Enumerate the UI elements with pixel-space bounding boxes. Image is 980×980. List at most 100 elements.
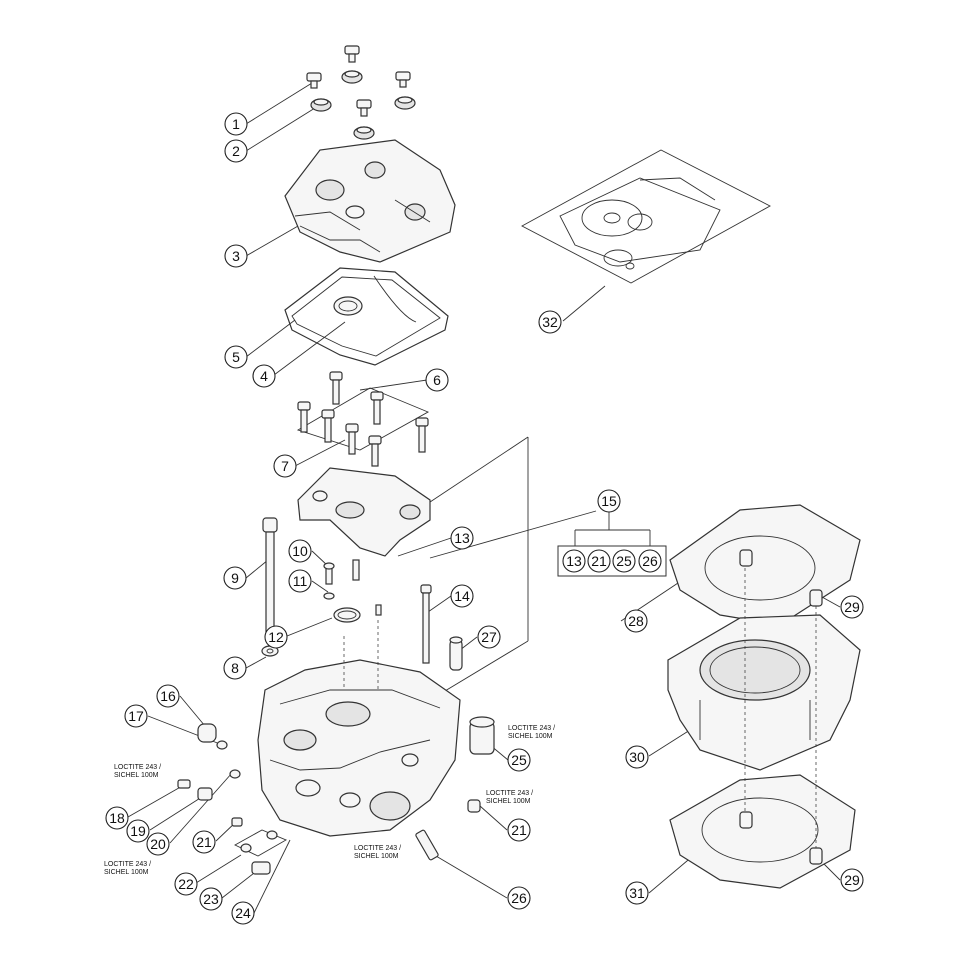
svg-text:8: 8	[231, 660, 239, 676]
valve-cover-gasket	[284, 267, 449, 366]
svg-text:SICHEL 100M: SICHEL 100M	[486, 798, 531, 805]
callout-1: 1	[224, 112, 248, 136]
callout-21-left: 21	[192, 830, 216, 854]
kit-item-26: 26	[638, 549, 662, 573]
cylinder-head	[257, 659, 461, 837]
svg-text:23: 23	[203, 891, 219, 907]
svg-text:31: 31	[629, 885, 645, 901]
callout-12: 12	[264, 625, 288, 649]
svg-text:20: 20	[150, 836, 166, 852]
svg-text:14: 14	[454, 588, 470, 604]
cylinder	[667, 614, 861, 771]
callout-3: 3	[224, 244, 248, 268]
svg-text:28: 28	[628, 613, 644, 629]
svg-text:SICHEL 100M: SICHEL 100M	[104, 869, 149, 876]
svg-text:26: 26	[511, 890, 527, 906]
callout-19: 19	[126, 819, 150, 843]
svg-text:3: 3	[232, 248, 240, 264]
svg-text:22: 22	[178, 876, 194, 892]
callout-26: 26	[507, 886, 531, 910]
kit-item-21: 21	[587, 549, 611, 573]
valve-cover-fasteners	[306, 45, 416, 140]
svg-text:2: 2	[232, 143, 240, 159]
callout-4: 4	[252, 364, 276, 388]
head-side-fittings	[177, 716, 495, 875]
svg-text:LOCTITE 243 /: LOCTITE 243 /	[114, 764, 161, 771]
svg-text:SICHEL 100M: SICHEL 100M	[354, 853, 399, 860]
callout-31: 31	[625, 881, 649, 905]
kit-item-25: 25	[612, 549, 636, 573]
screw-4	[353, 99, 375, 140]
bottom-gasket	[669, 774, 856, 889]
callout-8: 8	[223, 656, 247, 680]
kit-item-13: 13	[562, 549, 586, 573]
callout-16: 16	[156, 684, 180, 708]
callout-5: 5	[224, 345, 248, 369]
svg-text:LOCTITE 243 /: LOCTITE 243 /	[508, 725, 555, 732]
loctite-note-5: LOCTITE 243 / SICHEL 100M	[354, 845, 401, 860]
callout-10: 10	[288, 539, 312, 563]
svg-text:12: 12	[268, 629, 284, 645]
callout-28: 28	[624, 609, 648, 633]
svg-text:16: 16	[160, 688, 176, 704]
svg-text:24: 24	[235, 905, 251, 921]
valve-cover	[284, 139, 456, 263]
svg-text:29: 29	[844, 872, 860, 888]
kit-contents: 13 21 25 26	[562, 549, 662, 573]
svg-text:11: 11	[293, 573, 308, 589]
svg-text:17: 17	[128, 708, 144, 724]
screw-1	[341, 45, 363, 84]
callout-29-top: 29	[840, 595, 864, 619]
callout-13: 13	[450, 526, 474, 550]
svg-text:13: 13	[566, 553, 582, 569]
screw-2	[306, 72, 332, 112]
callouts: 1 2 3 4 5 6 7 8 9 10 11 12 13 14 15 16 1…	[105, 112, 864, 925]
svg-text:32: 32	[542, 314, 558, 330]
camshaft-bridge	[297, 467, 431, 557]
callout-29-bottom: 29	[840, 868, 864, 892]
svg-text:9: 9	[231, 570, 239, 586]
svg-text:29: 29	[844, 599, 860, 615]
svg-text:7: 7	[281, 458, 289, 474]
loctite-note-3: LOCTITE 243 / SICHEL 100M	[508, 725, 555, 740]
callout-11: 11	[288, 569, 312, 593]
svg-text:25: 25	[616, 553, 632, 569]
callout-20: 20	[146, 832, 170, 856]
svg-text:21: 21	[591, 553, 607, 569]
svg-text:10: 10	[292, 543, 308, 559]
alignment-lines	[343, 568, 817, 848]
callout-22: 22	[174, 872, 198, 896]
callout-30: 30	[625, 745, 649, 769]
svg-text:5: 5	[232, 349, 240, 365]
screw-3	[394, 71, 416, 110]
callout-27: 27	[477, 625, 501, 649]
callout-2: 2	[224, 139, 248, 163]
callout-7: 7	[273, 454, 297, 478]
cylinder-head-bolt	[261, 517, 279, 657]
callout-15: 15	[597, 489, 621, 513]
loctite-note-1: LOCTITE 243 / SICHEL 100M	[114, 764, 161, 779]
svg-text:6: 6	[433, 372, 441, 388]
callout-23: 23	[199, 887, 223, 911]
loctite-note-2: LOCTITE 243 / SICHEL 100M	[104, 861, 151, 876]
small-head-parts	[323, 559, 463, 671]
gasket-kit	[521, 149, 771, 284]
callout-21-right: 21	[507, 818, 531, 842]
svg-text:13: 13	[454, 530, 470, 546]
callout-24: 24	[231, 901, 255, 925]
svg-text:LOCTITE 243 /: LOCTITE 243 /	[354, 845, 401, 852]
top-gasket	[669, 504, 861, 626]
svg-text:25: 25	[511, 752, 527, 768]
svg-text:LOCTITE 243 /: LOCTITE 243 /	[104, 861, 151, 868]
callout-14: 14	[450, 584, 474, 608]
svg-text:SICHEL 100M: SICHEL 100M	[508, 733, 553, 740]
svg-text:4: 4	[260, 368, 268, 384]
svg-text:26: 26	[642, 553, 658, 569]
callout-9: 9	[223, 566, 247, 590]
svg-text:15: 15	[601, 493, 617, 509]
svg-text:19: 19	[130, 823, 146, 839]
camshaft-bolts	[296, 371, 430, 467]
callout-32: 32	[538, 310, 562, 334]
svg-text:21: 21	[196, 834, 212, 850]
